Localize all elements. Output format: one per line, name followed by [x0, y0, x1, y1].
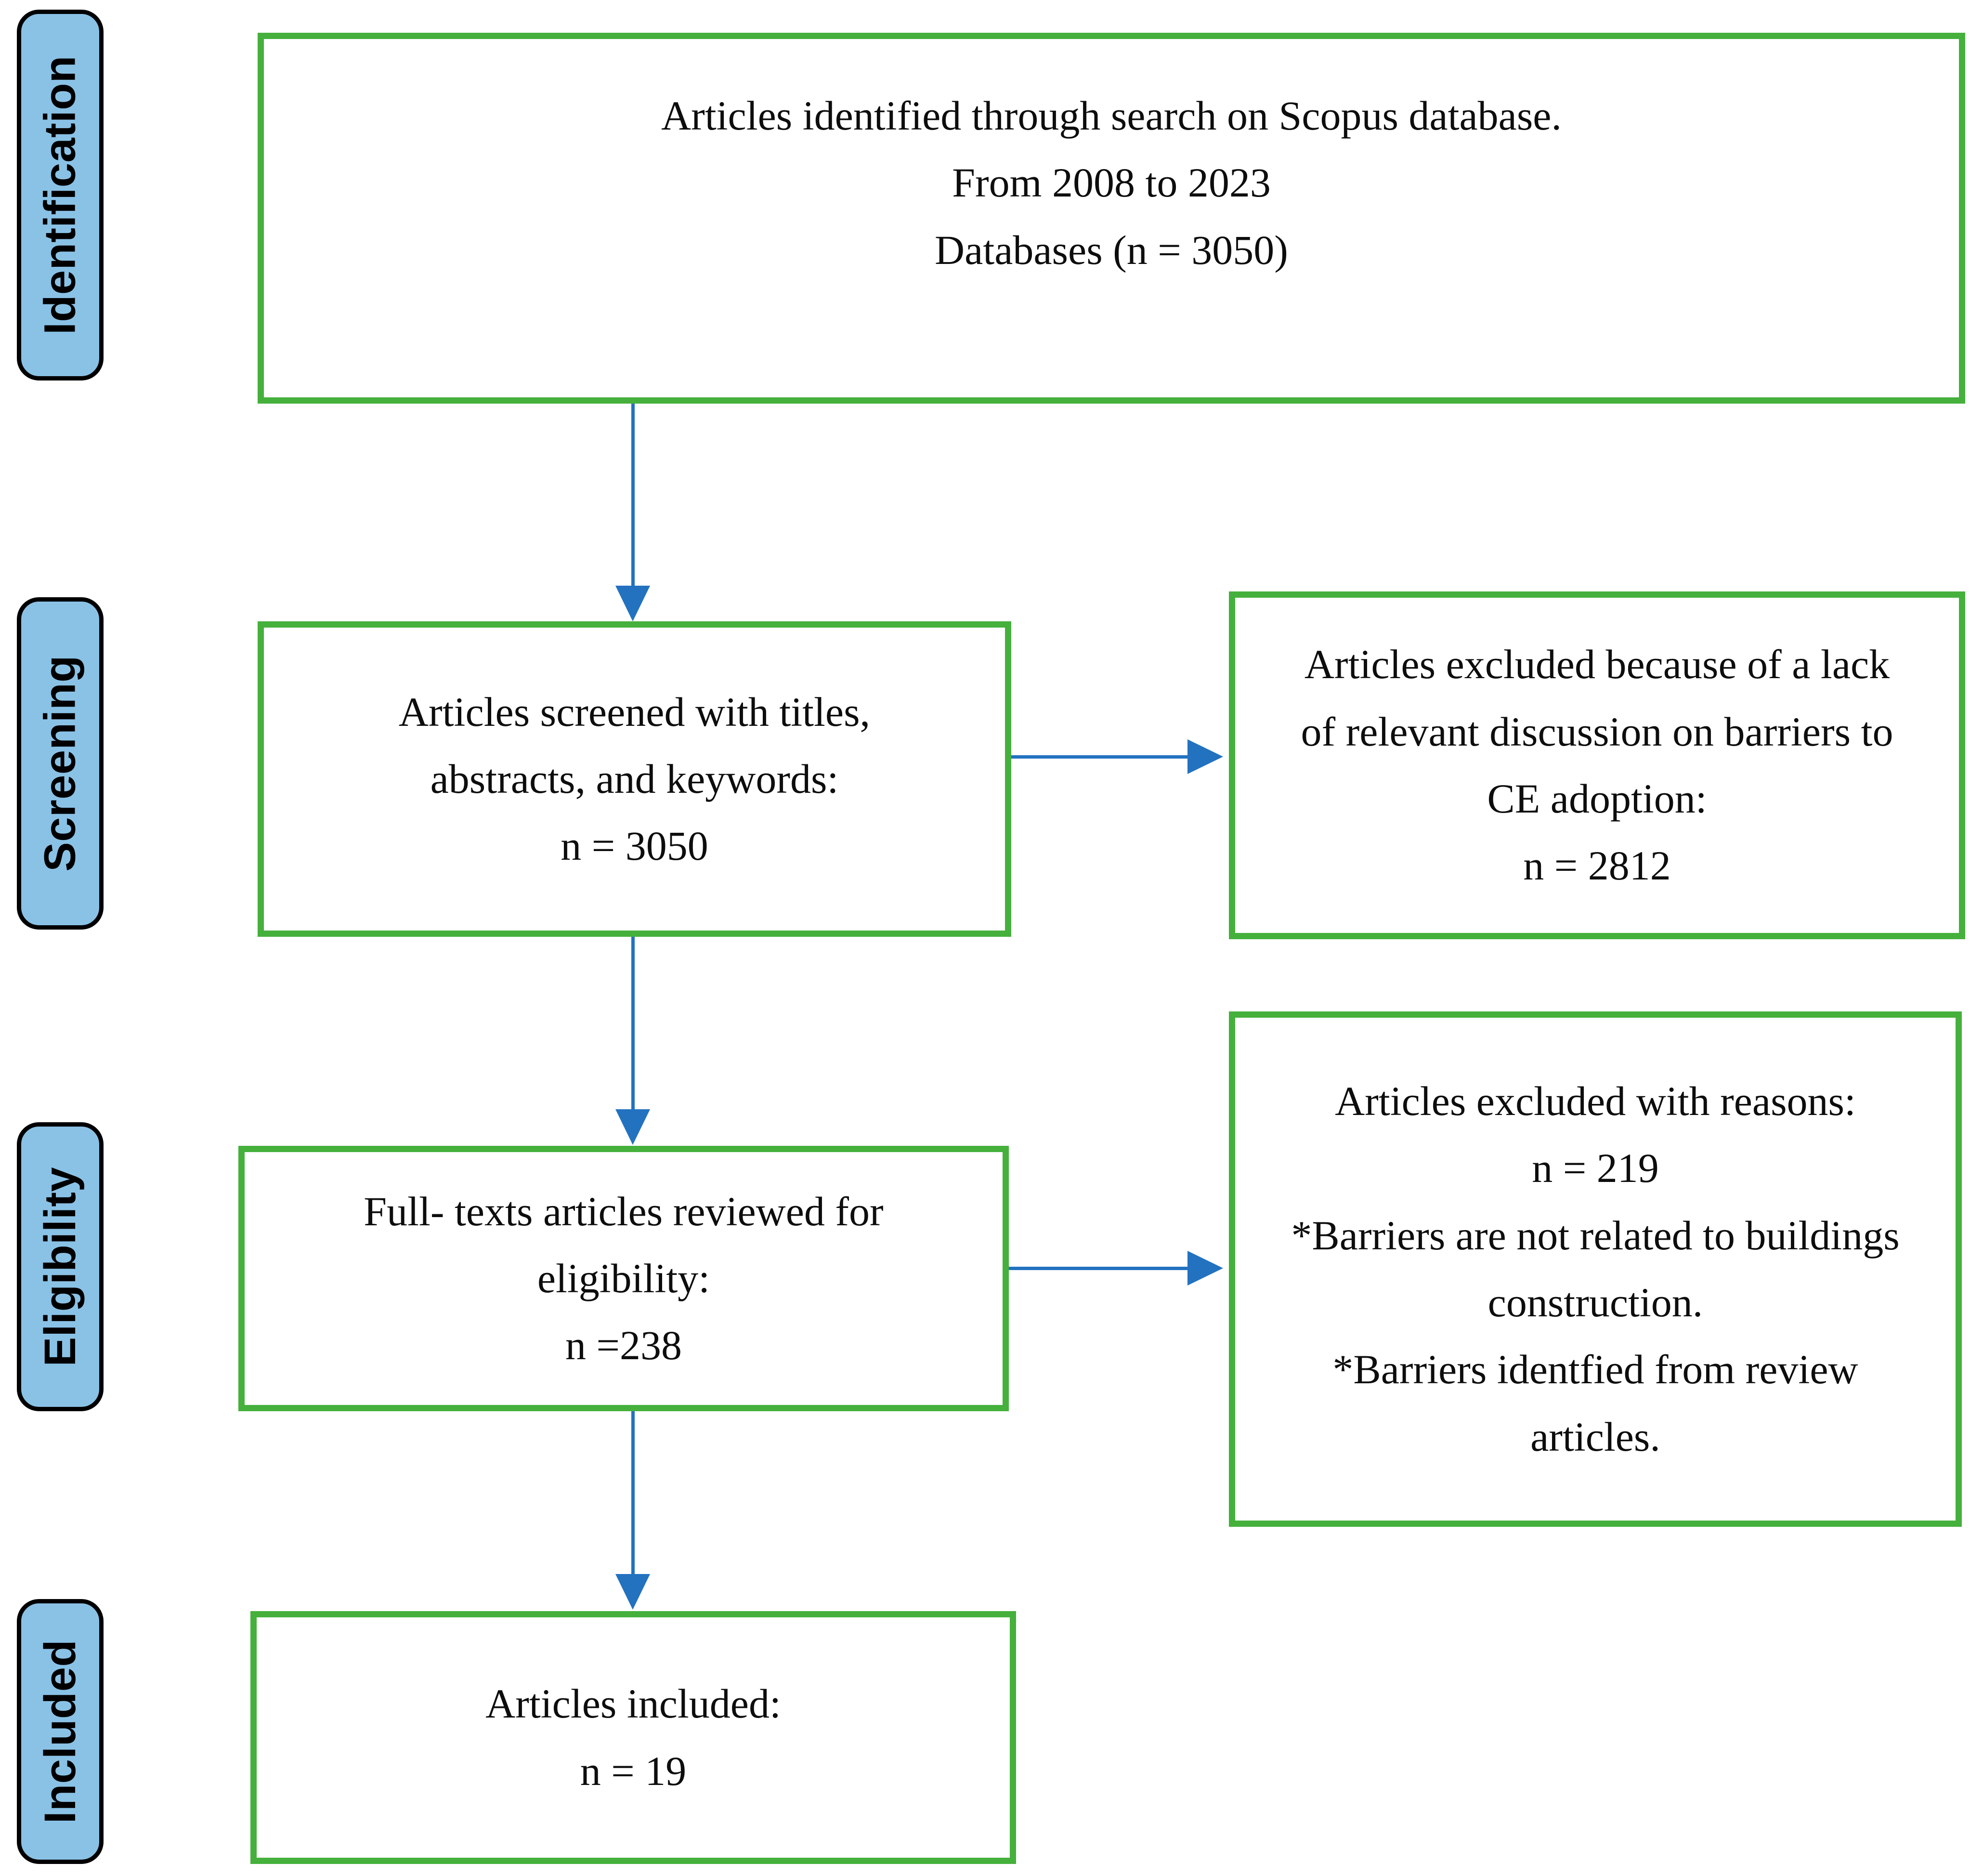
connector-screened-to-excluded [1011, 755, 1189, 759]
connector-fulltext-to-excluded-reasons [1009, 1267, 1189, 1270]
connector-identification-to-screened [631, 404, 635, 587]
arrowhead-fulltext-to-included [615, 1574, 650, 1610]
box-excluded-reasons-line-3: *Barriers are not related to buildings [1291, 1212, 1900, 1259]
arrowhead-fulltext-to-excluded-reasons [1187, 1251, 1223, 1286]
box-included-line-1: Articles included: [485, 1680, 781, 1727]
box-identification-line-1: Articles identified through search on Sc… [661, 92, 1562, 139]
box-fulltext-eligibility-line-2: eligibility: [537, 1255, 710, 1301]
stage-tab-screening[interactable]: Screening [17, 597, 104, 930]
box-excluded-screening-line-4: n = 2812 [1523, 842, 1671, 889]
stage-tab-included[interactable]: Included [17, 1599, 104, 1864]
box-screened[interactable]: Articles screened with titles, abstracts… [258, 621, 1011, 937]
box-excluded-reasons-line-4: construction. [1487, 1279, 1703, 1325]
stage-tab-screening-label: Screening [36, 655, 85, 872]
box-screened-line-2: abstracts, and keywords: [430, 755, 839, 802]
box-excluded-reasons-line-5: *Barriers identfied from review [1332, 1346, 1858, 1393]
box-excluded-screening-line-3: CE adoption: [1487, 775, 1707, 822]
box-excluded-reasons-line-6: articles. [1530, 1413, 1660, 1460]
box-identification-line-3: Databases (n = 3050) [935, 226, 1288, 273]
arrowhead-screened-to-excluded [1187, 739, 1223, 774]
box-screened-line-1: Articles screened with titles, [398, 688, 871, 735]
box-included-line-2: n = 19 [580, 1747, 687, 1794]
stage-tab-identification[interactable]: Identification [17, 10, 104, 380]
box-identification[interactable]: Articles identified through search on Sc… [258, 33, 1965, 404]
box-excluded-reasons-line-1: Articles excluded with reasons: [1335, 1078, 1856, 1125]
stage-tab-included-label: Included [36, 1639, 85, 1824]
arrowhead-identification-to-screened [615, 586, 650, 621]
box-fulltext-eligibility[interactable]: Full- texts articles reviewed for eligib… [238, 1146, 1009, 1411]
box-excluded-screening[interactable]: Articles excluded because of a lack of r… [1229, 591, 1965, 939]
connector-fulltext-to-included [631, 1411, 635, 1575]
stage-tab-eligibility[interactable]: Eligibility [17, 1122, 104, 1411]
box-screened-line-3: n = 3050 [561, 823, 708, 869]
box-fulltext-eligibility-line-3: n =238 [565, 1322, 682, 1369]
connector-screened-to-fulltext [631, 937, 635, 1110]
stage-tab-identification-label: Identification [36, 55, 85, 335]
stage-tab-eligibility-label: Eligibility [36, 1167, 85, 1367]
box-excluded-screening-line-2: of relevant discussion on barriers to [1301, 708, 1893, 755]
box-excluded-reasons[interactable]: Articles excluded with reasons: n = 219 … [1229, 1011, 1962, 1527]
arrowhead-screened-to-fulltext [615, 1109, 650, 1145]
box-included[interactable]: Articles included: n = 19 [250, 1611, 1016, 1864]
box-excluded-reasons-line-2: n = 219 [1532, 1145, 1659, 1192]
box-fulltext-eligibility-line-1: Full- texts articles reviewed for [364, 1188, 884, 1234]
box-excluded-screening-line-1: Articles excluded because of a lack [1304, 641, 1890, 688]
box-identification-line-2: From 2008 to 2023 [952, 159, 1271, 206]
